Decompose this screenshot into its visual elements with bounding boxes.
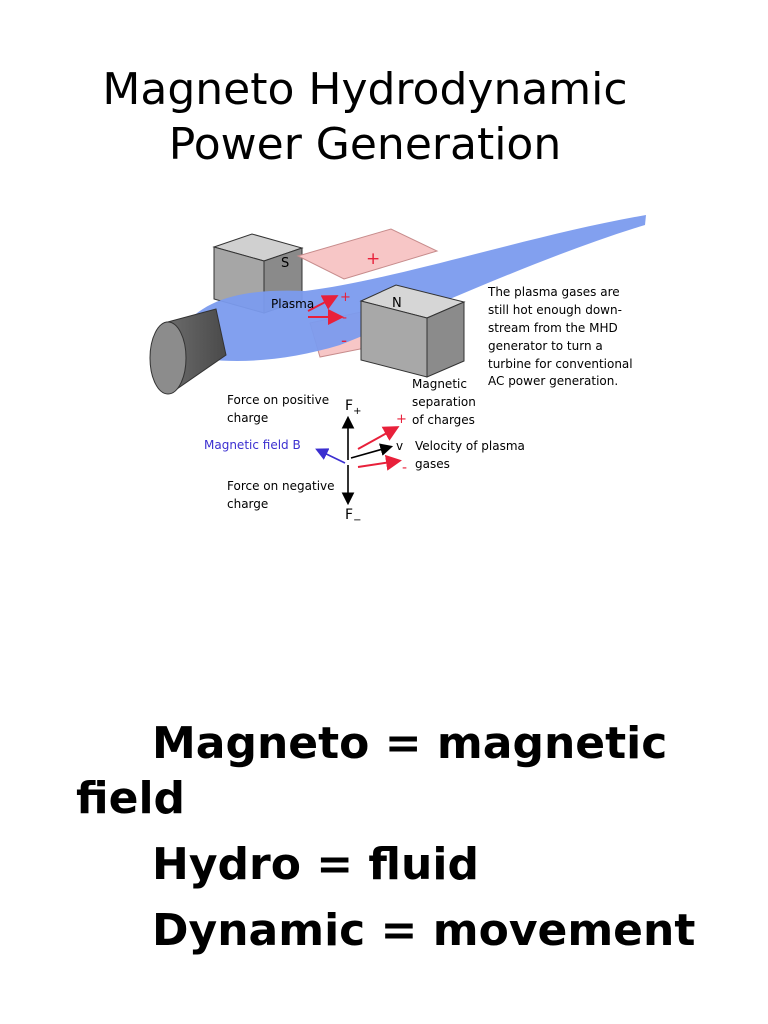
callout-text: The plasma gases are still hot enough do… — [487, 285, 633, 388]
s-pole-label: S — [281, 256, 289, 271]
separation-line: Magnetic — [412, 377, 467, 391]
callout-line: The plasma gases are — [487, 285, 620, 299]
mhd-diagram: S N + - + - Plasma The plasma gases are … — [149, 215, 646, 526]
nozzle — [149, 308, 227, 395]
plasma-plume — [180, 215, 646, 361]
positive-charge-arrow — [357, 426, 400, 450]
definitions: Magneto = magnetic field Hydro = fluid D… — [76, 716, 736, 969]
force-positive-line: charge — [227, 411, 268, 425]
title-line-1: Magneto Hydrodynamic — [102, 64, 628, 115]
separation-line: separation — [412, 395, 476, 409]
callout-line: generator to turn a — [488, 339, 603, 353]
n-pole-label: N — [392, 296, 402, 311]
force-positive-label: Force on positive charge — [227, 393, 329, 425]
force-negative-line: Force on negative — [227, 479, 335, 493]
near-plus-label: + — [340, 290, 351, 305]
negative-charge-arrow — [357, 454, 402, 471]
n-magnet — [359, 284, 466, 378]
f-minus-label: F− — [345, 507, 361, 526]
velocity-arrow — [350, 443, 394, 459]
small-plus-label: + — [396, 412, 407, 427]
plate-plus-label: + — [366, 249, 380, 269]
callout-line: AC power generation. — [488, 374, 618, 388]
callout-line: stream from the MHD — [488, 321, 618, 335]
magnetic-field-arrow — [315, 448, 346, 464]
callout-line: still hot enough down- — [488, 303, 622, 317]
positive-plate — [296, 228, 439, 280]
small-minus-label: - — [402, 460, 407, 476]
force-negative-label: Force on negative charge — [227, 479, 335, 511]
magnetic-field-label: Magnetic field B — [204, 438, 301, 452]
velocity-label: Velocity of plasma gases — [415, 439, 525, 471]
plate-minus-label: - — [341, 331, 347, 351]
velocity-line: gases — [415, 457, 450, 471]
definition-magneto: Magneto = magnetic field — [76, 718, 668, 824]
slide-title: Magneto Hydrodynamic Power Generation — [0, 62, 730, 172]
title-line-2: Power Generation — [168, 119, 562, 170]
force-positive-line: Force on positive — [227, 393, 329, 407]
magnetic-separation-label: Magnetic separation of charges — [412, 377, 476, 427]
definition-dynamic: Dynamic = movement — [152, 905, 696, 956]
v-label: v — [396, 439, 403, 453]
velocity-line: Velocity of plasma — [415, 439, 525, 453]
plasma-label: Plasma — [271, 297, 314, 311]
near-minus-label: - — [342, 310, 347, 326]
force-negative-line: charge — [227, 497, 268, 511]
f-plus-label: F+ — [345, 398, 361, 417]
callout-line: turbine for conventional — [488, 357, 633, 371]
separation-line: of charges — [412, 413, 475, 427]
definition-hydro: Hydro = fluid — [152, 839, 479, 890]
